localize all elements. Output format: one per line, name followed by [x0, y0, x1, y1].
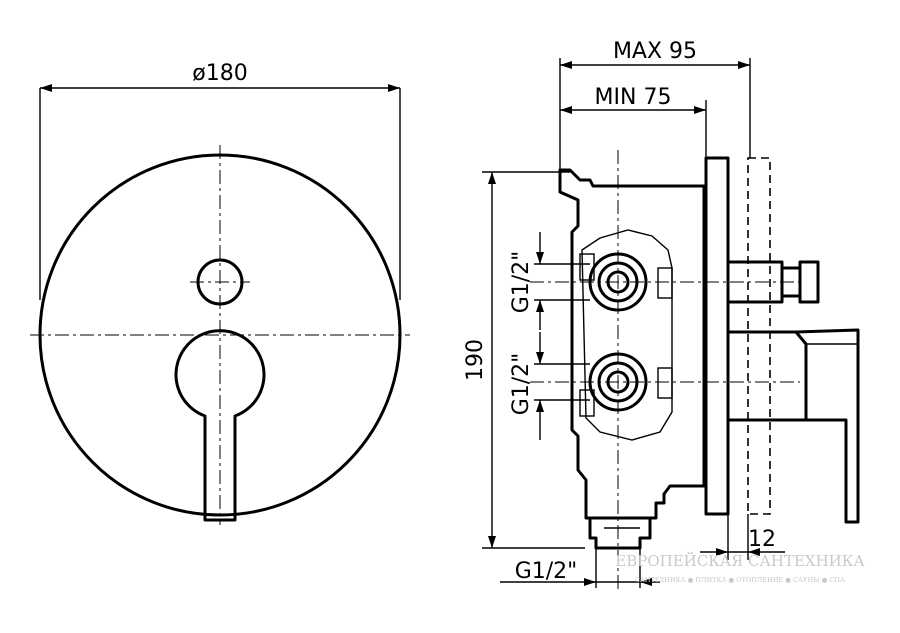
bottom-port-arrow-right: [640, 578, 652, 586]
offset-label: 12: [748, 527, 776, 552]
bottom-port-arrow-left: [584, 578, 596, 586]
valve-inner-chamber: [581, 229, 673, 441]
max-depth-label: MAX 95: [613, 39, 697, 64]
upper-left-block: [579, 253, 595, 281]
valve-body: [558, 168, 706, 520]
wall-plate-max: [747, 157, 771, 515]
height-label: 190: [463, 339, 488, 381]
lower-port-arrow-bottom: [536, 400, 544, 412]
min-depth-label: MIN 75: [595, 85, 672, 110]
watermark: ЕВРОПЕЙСКАЯ САНТЕХНИКА САНТЕХНИКА ● ПЛИТ…: [615, 551, 865, 584]
upper-port-arrow-bottom: [536, 300, 544, 312]
diameter-label: ø180: [192, 61, 247, 86]
side-view: MAX 95 MIN 75 190: [463, 39, 860, 590]
lower-port-arrow-top: [536, 352, 544, 364]
front-view: ø180: [30, 61, 410, 525]
diverter-cap: [798, 260, 820, 304]
wall-plate-min: [704, 156, 730, 516]
upper-port-arrow-top: [536, 252, 544, 264]
lever-base: [726, 330, 808, 422]
min-arrow-right: [694, 106, 706, 114]
min-arrow-left: [560, 106, 572, 114]
upper-port-label: G1/2": [509, 251, 534, 314]
offset-arrow-left: [716, 548, 728, 556]
max-arrow-right: [738, 61, 750, 69]
upper-side-block: [657, 267, 673, 299]
watermark-subtitle: САНТЕХНИКА ● ПЛИТКА ● ОТОПЛЕНИЕ ● САУНЫ …: [635, 576, 845, 584]
watermark-title: ЕВРОПЕЙСКАЯ САНТЕХНИКА: [615, 551, 865, 570]
height-arrow-top: [488, 172, 496, 184]
offset-arrow-right: [748, 548, 760, 556]
bottom-outlet: [588, 516, 652, 550]
lower-left-block: [579, 389, 595, 417]
lever-side: [794, 328, 860, 524]
middle-port-label: G1/2": [509, 353, 534, 416]
lever-handle: [174, 329, 266, 522]
height-arrow-bottom: [488, 536, 496, 548]
bottom-port-label: G1/2": [515, 559, 578, 584]
max-arrow-left: [560, 61, 572, 69]
lower-side-block: [657, 367, 673, 399]
diameter-arrow-left: [40, 84, 52, 92]
diameter-arrow-right: [388, 84, 400, 92]
